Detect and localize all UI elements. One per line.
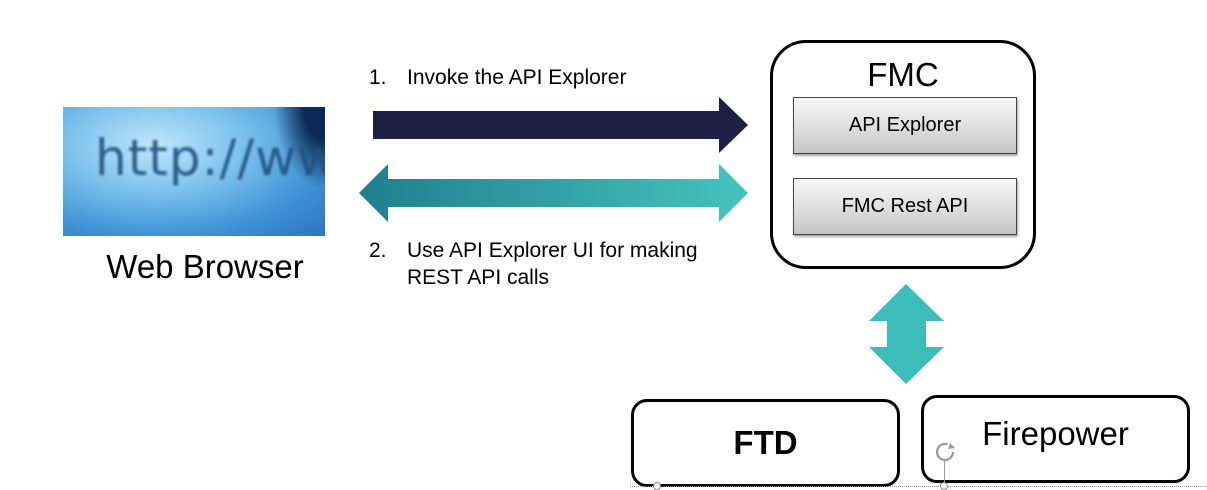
step-1-description: Invoke the API Explorer bbox=[407, 66, 627, 89]
url-text: http://www bbox=[95, 129, 325, 187]
request-arrow bbox=[373, 97, 748, 153]
resize-handle-left[interactable] bbox=[653, 482, 661, 490]
browser-url-image: http://www bbox=[63, 107, 325, 236]
step-1-number: 1. bbox=[369, 66, 387, 89]
web-browser-label: Web Browser bbox=[106, 248, 304, 285]
firepower-label: Firepower bbox=[982, 415, 1129, 452]
fmc-rest-api-box: FMC Rest API bbox=[793, 178, 1017, 235]
rotate-icon[interactable] bbox=[933, 440, 957, 464]
step-2-description-line1: Use API Explorer UI for making bbox=[407, 239, 698, 262]
firepower-box[interactable]: Firepower bbox=[921, 395, 1190, 483]
resize-handle-right[interactable] bbox=[940, 482, 948, 490]
step-2-text: 2. Use API Explorer UI for making REST AP… bbox=[369, 237, 749, 291]
step-2-number: 2. bbox=[369, 239, 387, 262]
api-explorer-box: API Explorer bbox=[793, 97, 1017, 154]
response-arrow bbox=[359, 164, 748, 222]
ftd-label: FTD bbox=[733, 424, 798, 461]
fmc-title: FMC bbox=[867, 56, 939, 93]
ftd-box[interactable]: FTD bbox=[631, 399, 900, 487]
rotate-handle-stem bbox=[944, 460, 945, 484]
step-2-description-line2: REST API calls bbox=[407, 266, 549, 289]
image-shadow bbox=[245, 107, 325, 236]
selection-outline bbox=[630, 486, 1207, 487]
step-1-text: 1. Invoke the API Explorer bbox=[369, 64, 626, 91]
sync-arrow bbox=[869, 284, 944, 384]
